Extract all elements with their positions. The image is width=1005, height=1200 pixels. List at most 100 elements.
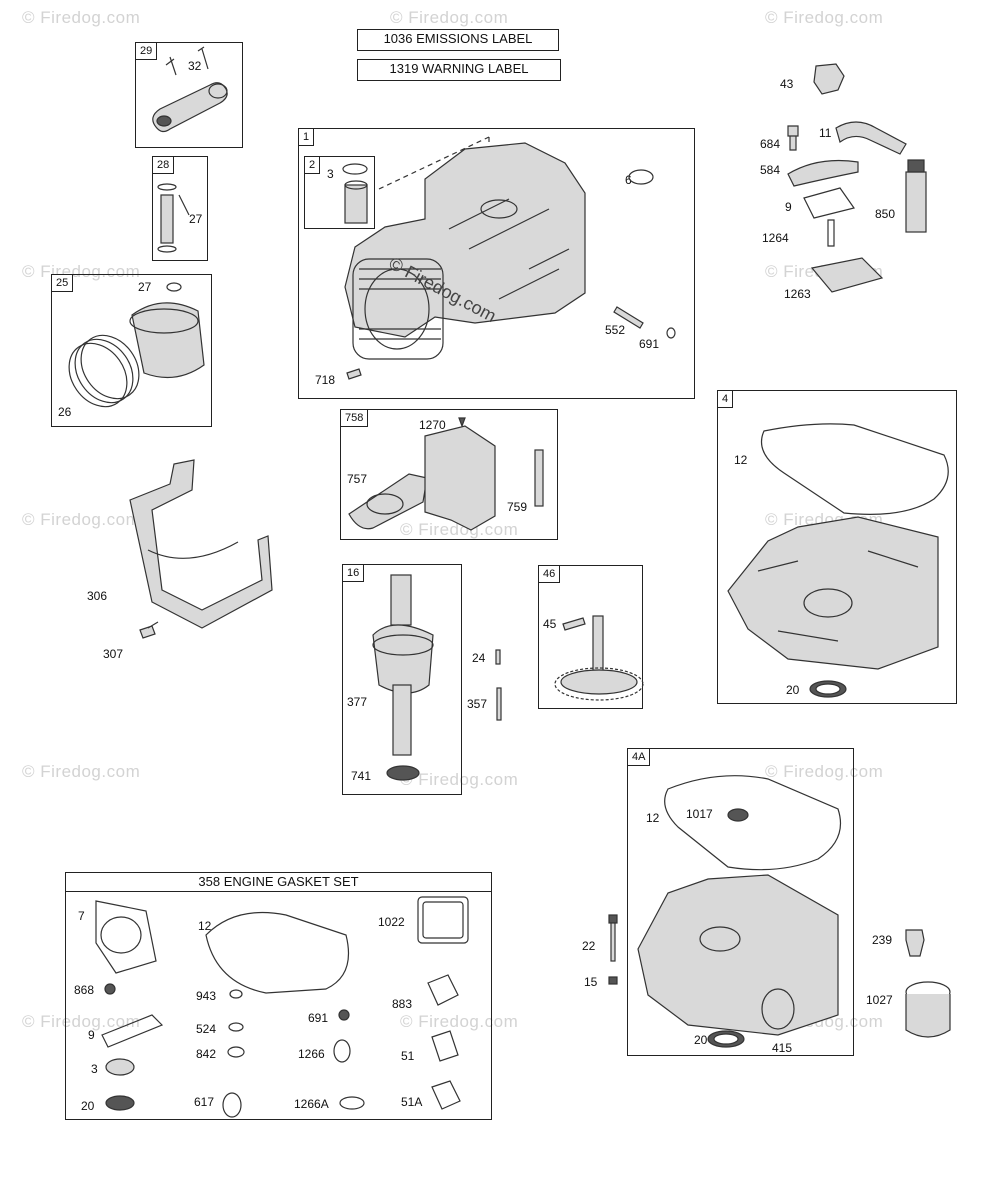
part-label: 524 <box>196 1022 217 1036</box>
part-label: 883 <box>392 997 413 1011</box>
camshaft-drawing <box>554 615 644 701</box>
watermark: © Firedog.com <box>400 1012 519 1031</box>
box-4A-oil-pan: 4A 12 1017 20 415 <box>627 748 854 1056</box>
box-25-piston: 25 27 26 <box>51 274 212 427</box>
part-label: 1264 <box>762 231 789 245</box>
part-label: 741 <box>351 769 372 783</box>
box-1-cylinder-block: 1 2 3 6 552 691 718 © Firedog.com <box>298 128 695 399</box>
part-label: 1266 <box>298 1047 325 1061</box>
part-label: 239 <box>872 933 893 947</box>
cylinder-shield-drawing <box>129 459 273 639</box>
oil-pan-4a-drawing <box>637 775 842 1048</box>
watermark: © Firedog.com <box>22 762 141 781</box>
gasket-set-title-bar: 358 ENGINE GASKET SET <box>66 873 491 892</box>
breather-drawing <box>348 417 544 531</box>
part-label: 415 <box>772 1041 793 1055</box>
part-label: 12 <box>734 453 748 467</box>
part-label: 15 <box>584 975 598 989</box>
part-label: 20 <box>81 1099 95 1113</box>
part-label: 1270 <box>419 418 446 432</box>
part-label: 32 <box>188 59 202 73</box>
part-label: 850 <box>875 207 896 221</box>
gasket-set-drawing <box>95 896 469 1118</box>
part-label: 27 <box>189 212 203 226</box>
connecting-rod-drawing <box>152 46 228 133</box>
box-358-engine-gasket-set: 358 ENGINE GASKET SET 7 12 1022 868 943 … <box>65 872 492 1120</box>
box-tag: 46 <box>539 566 561 583</box>
part-label: 757 <box>347 472 368 486</box>
part-label: 20 <box>786 683 800 697</box>
box-758-breather: 758 1270 757 759 <box>340 409 558 540</box>
part-label: 24 <box>472 651 486 665</box>
part-label: 377 <box>347 695 368 709</box>
box-28-piston-pin: 28 27 <box>152 156 208 261</box>
part-label: 1263 <box>784 287 811 301</box>
part-label: 7 <box>78 909 85 923</box>
watermark: © Firedog.com <box>400 770 519 789</box>
part-label: 943 <box>196 989 217 1003</box>
part-label: 20 <box>694 1033 708 1047</box>
part-label: 1022 <box>378 915 405 929</box>
piston-pin-drawing <box>157 183 190 253</box>
box-4-oil-pan: 4 12 20 <box>717 390 957 704</box>
part-label: 868 <box>74 983 95 997</box>
box-tag: 2 <box>305 157 321 174</box>
part-label: 6 <box>625 173 632 187</box>
part-label: 9 <box>88 1028 95 1042</box>
piston-and-rings-drawing <box>68 282 205 408</box>
part-label: 307 <box>103 647 124 661</box>
warning-label-banner: 1319 WARNING LABEL <box>357 59 561 81</box>
oil-pan-drawing <box>727 423 949 698</box>
part-label: 1017 <box>686 807 713 821</box>
part-label: 22 <box>582 939 596 953</box>
part-label: 684 <box>760 137 781 151</box>
bolt-and-plug-drawing <box>608 914 618 985</box>
part-label: 9 <box>785 200 792 214</box>
part-label: 1027 <box>866 993 893 1007</box>
part-label: 842 <box>196 1047 217 1061</box>
part-label: 691 <box>308 1011 329 1025</box>
box-tag: 29 <box>136 43 158 60</box>
box-16-crankshaft: 16 377 741 <box>342 564 462 795</box>
part-label: 3 <box>91 1062 98 1076</box>
part-label: 43 <box>780 77 794 91</box>
part-label: 45 <box>543 617 557 631</box>
part-label: 1266A <box>294 1097 329 1111</box>
part-label: 759 <box>507 500 528 514</box>
part-label: 26 <box>58 405 72 419</box>
part-label: 584 <box>760 163 781 177</box>
cylinder-block-drawing <box>344 136 676 380</box>
part-label: 306 <box>87 589 108 603</box>
box-tag: 1 <box>299 129 315 146</box>
keys-drawing <box>495 649 502 721</box>
box-tag: 28 <box>153 157 175 174</box>
box-tag: 4 <box>718 391 734 408</box>
part-label: 27 <box>138 280 152 294</box>
part-label: 718 <box>315 373 336 387</box>
box-29-connecting-rod: 29 32 <box>135 42 243 148</box>
part-label: 51A <box>401 1095 423 1109</box>
part-label: 11 <box>819 126 832 140</box>
watermark: © Firedog.com <box>390 8 509 27</box>
watermark: © Firedog.com <box>22 8 141 27</box>
box-tag: 25 <box>52 275 74 292</box>
part-label: 3 <box>327 167 334 181</box>
box-tag: 4A <box>628 749 651 766</box>
box-tag: 16 <box>343 565 365 582</box>
upper-right-parts-drawing <box>787 63 927 293</box>
watermark: © Firedog.com <box>22 1012 141 1031</box>
watermark: © Firedog.com <box>765 8 884 27</box>
part-label: 12 <box>198 919 212 933</box>
watermark: © Firedog.com <box>22 510 141 529</box>
watermark: © Firedog.com <box>400 520 519 539</box>
emissions-label-banner: 1036 EMISSIONS LABEL <box>357 29 559 51</box>
box-46-camshaft: 46 45 <box>538 565 644 709</box>
box-tag: 758 <box>341 410 369 427</box>
part-label: 51 <box>401 1049 415 1063</box>
sleeve-drawing <box>342 163 368 224</box>
crankshaft-drawing <box>372 574 434 781</box>
box-2-sleeve: 2 3 <box>304 156 375 229</box>
switch-and-filter-drawing <box>905 929 951 1038</box>
part-label: 617 <box>194 1095 215 1109</box>
part-label: 691 <box>639 337 660 351</box>
